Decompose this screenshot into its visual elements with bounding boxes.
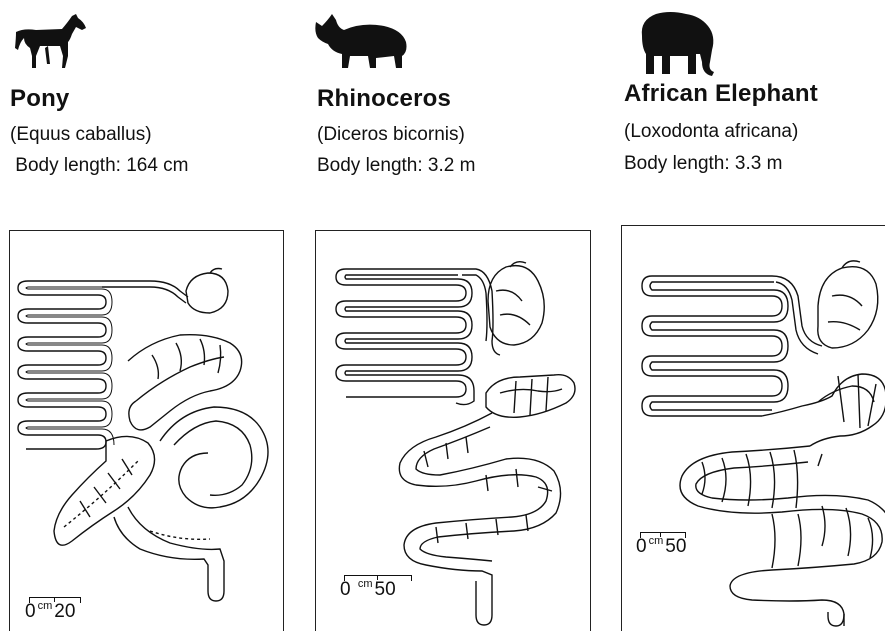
pony-scale-tick <box>54 597 55 602</box>
pony-scale-line <box>29 597 81 603</box>
elephant-scale-end: 50 <box>665 536 686 557</box>
pony-scale-end: 20 <box>54 601 75 622</box>
rhinoceros-body-length: Body length: 3.2 m <box>317 155 475 177</box>
elephant-title: African Elephant <box>624 80 818 108</box>
rhinoceros-scale-unit: cm <box>358 578 373 590</box>
rhinoceros-scale-line <box>344 575 412 581</box>
elephant-icon <box>630 8 720 78</box>
elephant-scale-start: 0 <box>636 536 647 557</box>
rhinoceros-icon <box>314 12 412 72</box>
elephant-intestine-drawing <box>622 226 885 631</box>
elephant-scale-unit: cm <box>649 535 664 547</box>
pony-body-length: Body length: 164 cm <box>10 155 189 177</box>
rhinoceros-scientific-name: (Diceros bicornis) <box>317 124 465 146</box>
pony-scale-unit: cm <box>38 600 53 612</box>
pony-title: Pony <box>10 85 69 113</box>
pony-icon <box>10 12 88 74</box>
elephant-scale-line <box>640 532 686 538</box>
rhinoceros-scale-start: 0 <box>340 579 351 600</box>
pony-scientific-name: (Equus caballus) <box>10 124 152 146</box>
elephant-body-length: Body length: 3.3 m <box>624 153 782 175</box>
pony-scale-start: 0 <box>25 601 36 622</box>
rhinoceros-intestine-drawing <box>316 231 590 631</box>
elephant-scientific-name: (Loxodonta africana) <box>624 121 798 143</box>
rhinoceros-title: Rhinoceros <box>317 85 451 113</box>
rhinoceros-scale-end: 50 <box>375 579 396 600</box>
pony-intestine-drawing <box>10 231 283 631</box>
rhinoceros-scale-tick <box>377 575 378 580</box>
